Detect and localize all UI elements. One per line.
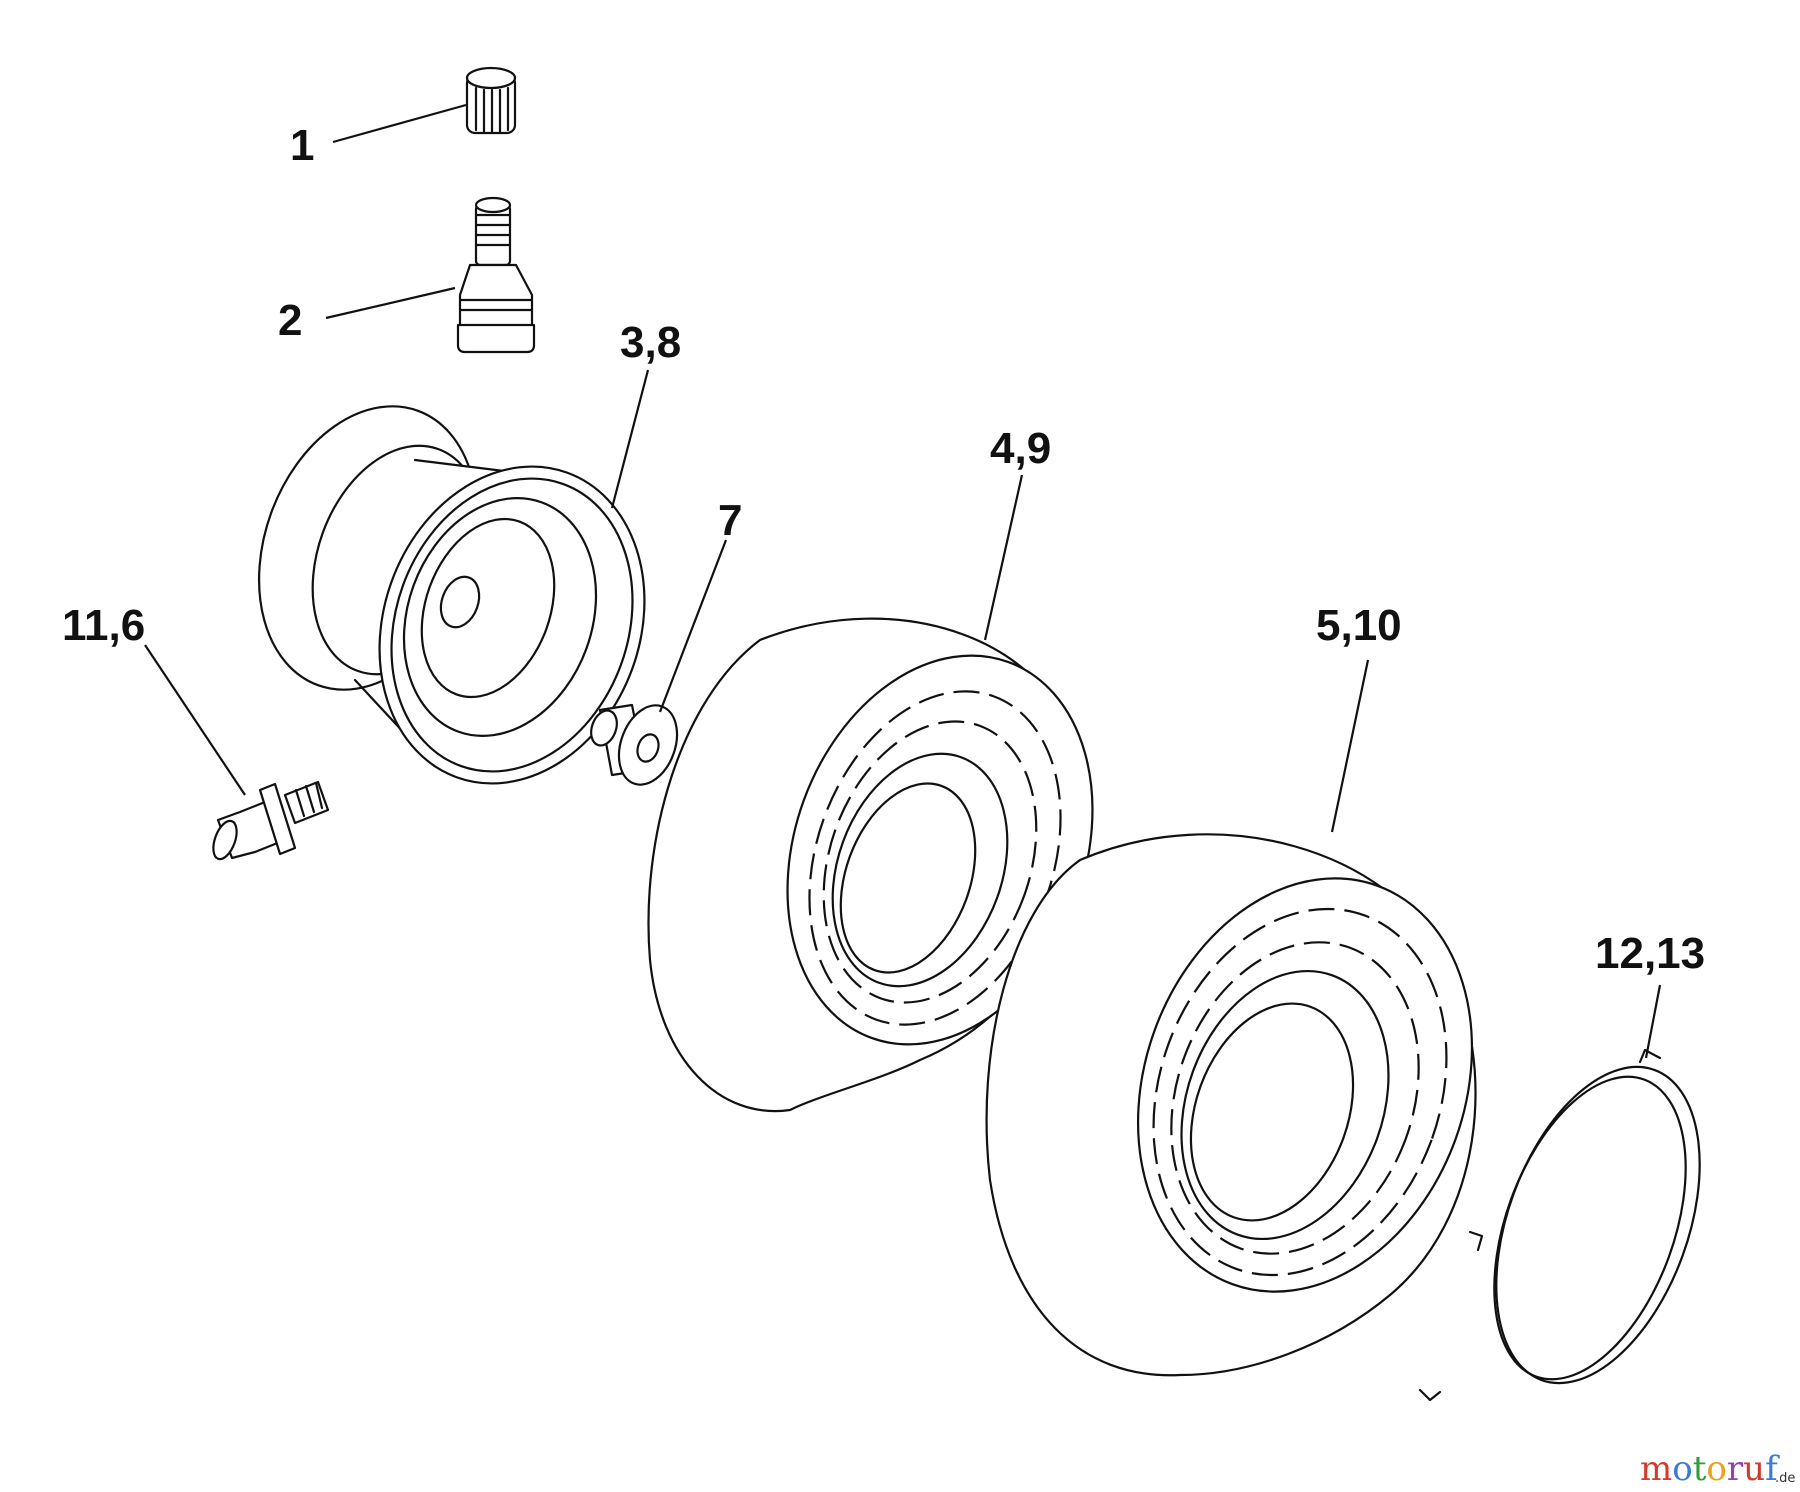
label-valve-cap: 1 [290, 121, 314, 170]
watermark-logo: motoruf .de [1640, 1449, 1795, 1489]
valve-cap-part [465, 66, 517, 135]
label-valve-stem: 2 [278, 296, 302, 345]
rim-part [257, 405, 646, 785]
watermark-text: motoruf [1640, 1449, 1780, 1489]
label-hub-cap: 12,13 [1595, 929, 1705, 978]
wm-letter-0: m [1640, 1449, 1672, 1489]
watermark-suffix: .de [1775, 1471, 1795, 1486]
wm-letter-3: o [1706, 1449, 1726, 1489]
label-grease-fitting: 11,6 [62, 601, 145, 650]
label-rim: 3,8 [620, 318, 681, 367]
label-bushing: 7 [718, 496, 742, 545]
wm-letter-5: u [1743, 1449, 1765, 1489]
valve-stem-part [456, 196, 536, 354]
wm-letter-2: t [1693, 1449, 1707, 1489]
bushing-part [590, 703, 679, 786]
grease-fitting-part [212, 780, 330, 861]
wm-letter-6: f [1765, 1449, 1780, 1489]
label-rear-tire: 5,10 [1316, 601, 1402, 650]
wm-letter-1: o [1672, 1449, 1692, 1489]
part-labels: 1 2 3,8 4,9 5,10 7 11,6 12,13 [62, 121, 1705, 978]
wm-letter-4: r [1727, 1449, 1744, 1489]
front-tire-part [647, 617, 1094, 1113]
rear-tire-part [985, 833, 1477, 1377]
leader-lines [144, 103, 1662, 1059]
label-front-tire: 4,9 [990, 424, 1051, 473]
hub-cap-part [1418, 1048, 1701, 1402]
